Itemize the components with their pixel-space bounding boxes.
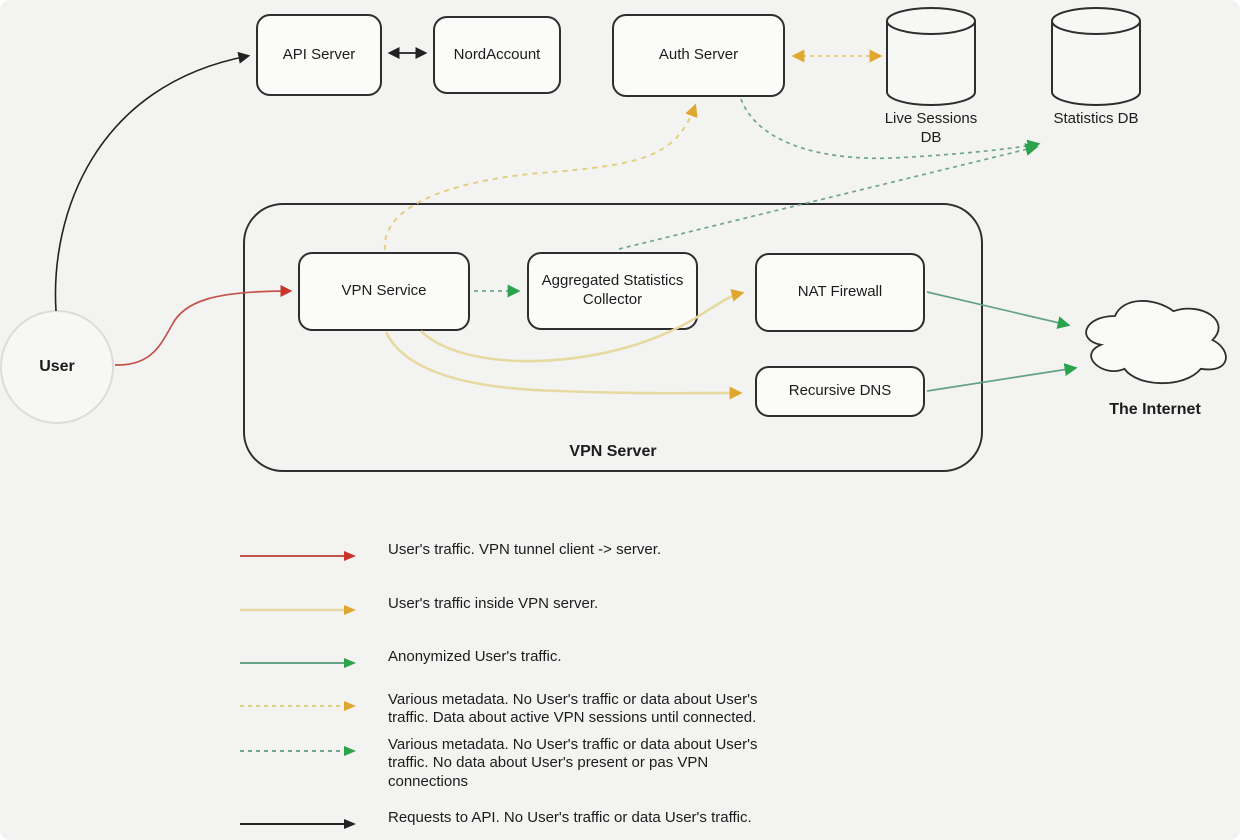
red-solid-arrow-icon bbox=[240, 551, 356, 561]
node-aggregated-statistics-collector-label: Aggregated Statistics Collector bbox=[541, 272, 684, 308]
yellow-solid-arrow-icon bbox=[240, 605, 356, 615]
legend-label: Various metadata. No User's traffic or d… bbox=[388, 736, 758, 790]
node-recursive-dns: Recursive DNS bbox=[755, 366, 925, 417]
node-user-label: User bbox=[39, 358, 75, 375]
green-dashed-arrow-icon bbox=[240, 746, 356, 756]
arrow-user-to-api bbox=[54, 51, 251, 312]
node-vpn-service-label: VPN Service bbox=[341, 282, 427, 300]
node-nordaccount-label: NordAccount bbox=[453, 45, 541, 63]
node-api-server: API Server bbox=[256, 14, 382, 96]
node-vpn-service: VPN Service bbox=[298, 252, 470, 331]
yellow-dashed-arrow-icon bbox=[240, 701, 356, 711]
statistics-db-cylinder bbox=[1051, 7, 1141, 106]
vpn-server-label: VPN Server bbox=[569, 443, 657, 460]
internet-cloud bbox=[1085, 300, 1227, 385]
live-sessions-db-cylinder bbox=[886, 7, 976, 106]
node-api-server-label: API Server bbox=[282, 45, 356, 63]
legend-label: Various metadata. No User's traffic or d… bbox=[388, 691, 758, 727]
node-nordaccount: NordAccount bbox=[433, 16, 561, 94]
statistics-db-label: Statistics DB bbox=[1053, 110, 1139, 127]
legend-label: User's traffic. VPN tunnel client -> ser… bbox=[388, 541, 662, 558]
live-sessions-db-label: Live Sessions DB bbox=[884, 110, 978, 146]
green-solid-arrow-icon bbox=[240, 658, 356, 668]
legend-label: Anonymized User's traffic. bbox=[388, 648, 562, 665]
legend-label: Requests to API. No User's traffic or da… bbox=[388, 809, 752, 826]
node-recursive-dns-label: Recursive DNS bbox=[788, 382, 892, 400]
node-nat-firewall: NAT Firewall bbox=[755, 253, 925, 332]
black-solid-arrow-icon bbox=[240, 819, 356, 829]
node-user: User bbox=[0, 310, 114, 424]
node-auth-server: Auth Server bbox=[612, 14, 785, 97]
internet-label: The Internet bbox=[1109, 401, 1201, 418]
node-auth-server-label: Auth Server bbox=[658, 46, 739, 64]
node-aggregated-statistics-collector: Aggregated Statistics Collector bbox=[527, 252, 698, 330]
vpn-server-container bbox=[243, 203, 983, 472]
legend-label: User's traffic inside VPN server. bbox=[388, 595, 599, 612]
node-nat-firewall-label: NAT Firewall bbox=[797, 283, 883, 301]
